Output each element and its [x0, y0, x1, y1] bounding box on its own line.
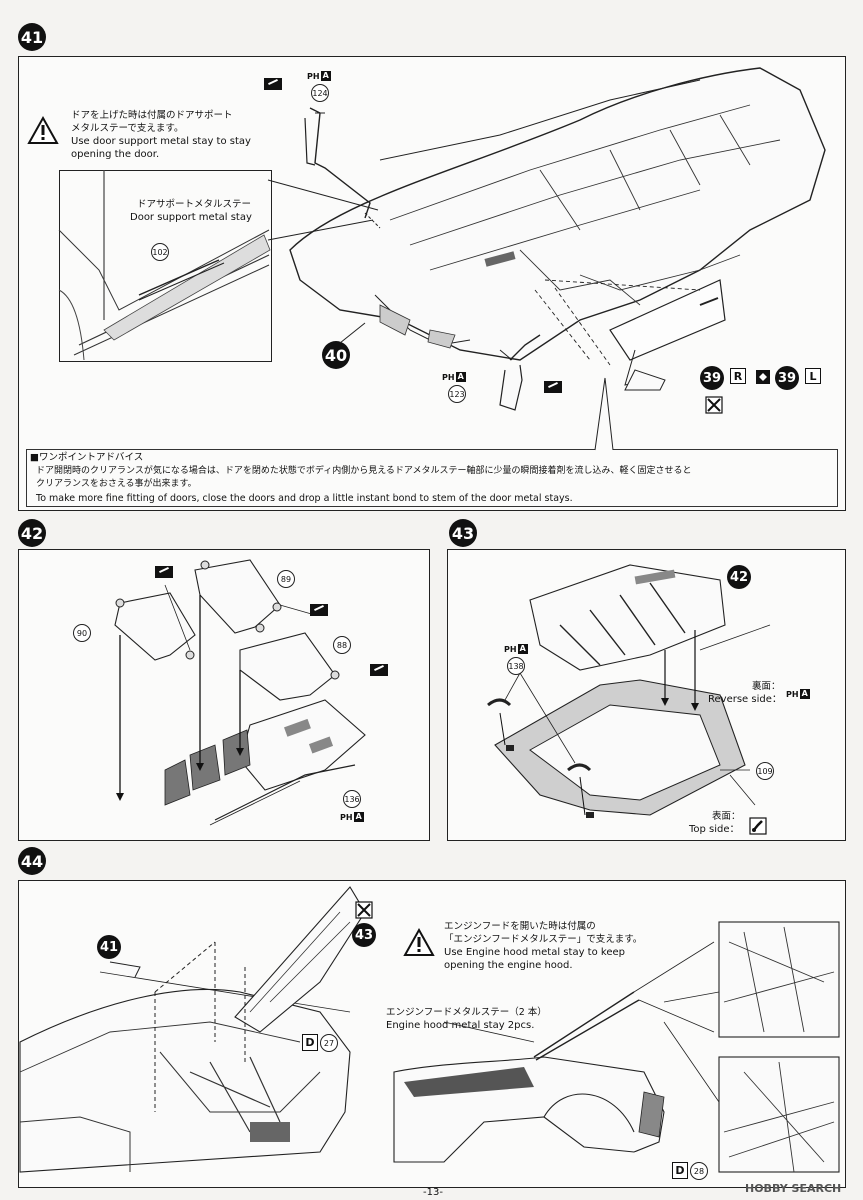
no-cement-icon: [705, 396, 723, 414]
arrow-both-icon: [756, 370, 770, 384]
ref-40-leader: [339, 322, 366, 344]
part-123-callout: 123: [448, 385, 466, 403]
cement-icon-42-1: [155, 566, 173, 578]
step-44-car-drawing: [19, 886, 366, 1173]
step-43-number: 43: [449, 519, 477, 547]
paint-icon: [749, 817, 767, 835]
step-41-warning-jp-1: ドアを上げた時は付属のドアサポート: [71, 110, 233, 121]
tip-jp-2: クリアランスをおさえる事が出来ます。: [36, 479, 197, 489]
top-side-en: Top side：: [689, 824, 740, 835]
door-stay-label-en: Door support metal stay: [130, 212, 252, 223]
part-89-callout: 89: [277, 570, 295, 588]
part-88-callout: 88: [333, 636, 351, 654]
step-41-warning-en-1: Use door support metal stay to stay: [71, 136, 251, 147]
part-123-drawing: [499, 334, 541, 411]
step-42-drawing: [114, 559, 366, 826]
step-44-warning-jp-2: 「エンジンフードメタルステー」で支えます。: [444, 934, 643, 945]
part-39-stand-drawing: [624, 369, 666, 391]
cement-icon: [264, 78, 282, 90]
step-41-warning-en-2: opening the door.: [71, 149, 160, 160]
part-136-callout: 136: [343, 790, 361, 808]
ref-step-39-r: 39: [700, 366, 724, 390]
page-number: -13-: [423, 1187, 443, 1198]
ref-step-42: 42: [727, 565, 751, 589]
door-stay-label-jp: ドアサポートメタルステー: [137, 199, 252, 210]
step-42-number: 42: [18, 519, 46, 547]
step-41-warning-jp-2: メタルステーで支えます。: [71, 123, 184, 134]
part-138-callout: 138: [507, 657, 525, 675]
watermark-text: HOBBY SEARCH: [745, 1182, 842, 1195]
tip-box-pointer: [594, 377, 614, 451]
door-stay-inset-drawing: [58, 170, 271, 361]
part-d27-callout: 27: [320, 1034, 338, 1052]
part-124-callout: 124: [311, 84, 329, 102]
cement-icon-2: [544, 381, 562, 393]
cement-icon-42-2: [310, 604, 328, 616]
top-side-jp: 表面：: [712, 811, 741, 822]
step-44-side-car-drawing: [393, 921, 840, 1173]
reverse-side-en: Reverse side：: [708, 694, 782, 705]
car-body-drawing: [289, 67, 826, 386]
tip-title: ■ワンポイントアドバイス: [30, 452, 144, 463]
step-43-drawing: [487, 564, 771, 818]
hood-stay-label-jp: エンジンフードメタルステー（2 本）: [386, 1007, 547, 1018]
no-cement-icon-44: [355, 901, 373, 919]
part-90-callout: 90: [73, 624, 91, 642]
part-d28-callout: 28: [690, 1162, 708, 1180]
cement-icon-42-3: [370, 664, 388, 676]
tip-en: To make more fine fitting of doors, clos…: [36, 493, 573, 504]
parts-tree-d-1: D: [302, 1034, 318, 1051]
inset-leader-lines: [267, 179, 379, 241]
reverse-side-jp: 裏面：: [752, 681, 781, 692]
ref-step-43: 43: [352, 923, 376, 947]
left-badge: L: [805, 368, 821, 384]
ref-step-39-l: 39: [775, 366, 799, 390]
tip-box: [26, 449, 838, 507]
part-102-callout: 102: [151, 243, 169, 261]
part-124-drawing: [304, 107, 381, 229]
part-109-callout: 109: [756, 762, 774, 780]
ref-step-41: 41: [97, 935, 121, 959]
tip-jp-1: ドア開閉時のクリアランスが気になる場合は、ドアを閉めた状態でボディ内側から見える…: [36, 466, 692, 476]
warning-icon: [27, 115, 59, 144]
step-44-warning-jp-1: エンジンフードを開いた時は付属の: [444, 921, 596, 932]
step-41-number: 41: [18, 23, 46, 51]
ref-step-40: 40: [322, 341, 350, 369]
step-44-warning-en-2: opening the engine hood.: [444, 960, 573, 971]
warning-icon-44: [403, 927, 435, 956]
step-44-warning-en-1: Use Engine hood metal stay to keep: [444, 947, 625, 958]
step-44-number: 44: [18, 847, 46, 875]
parts-tree-d-2: D: [672, 1162, 688, 1179]
right-badge: R: [730, 368, 746, 384]
